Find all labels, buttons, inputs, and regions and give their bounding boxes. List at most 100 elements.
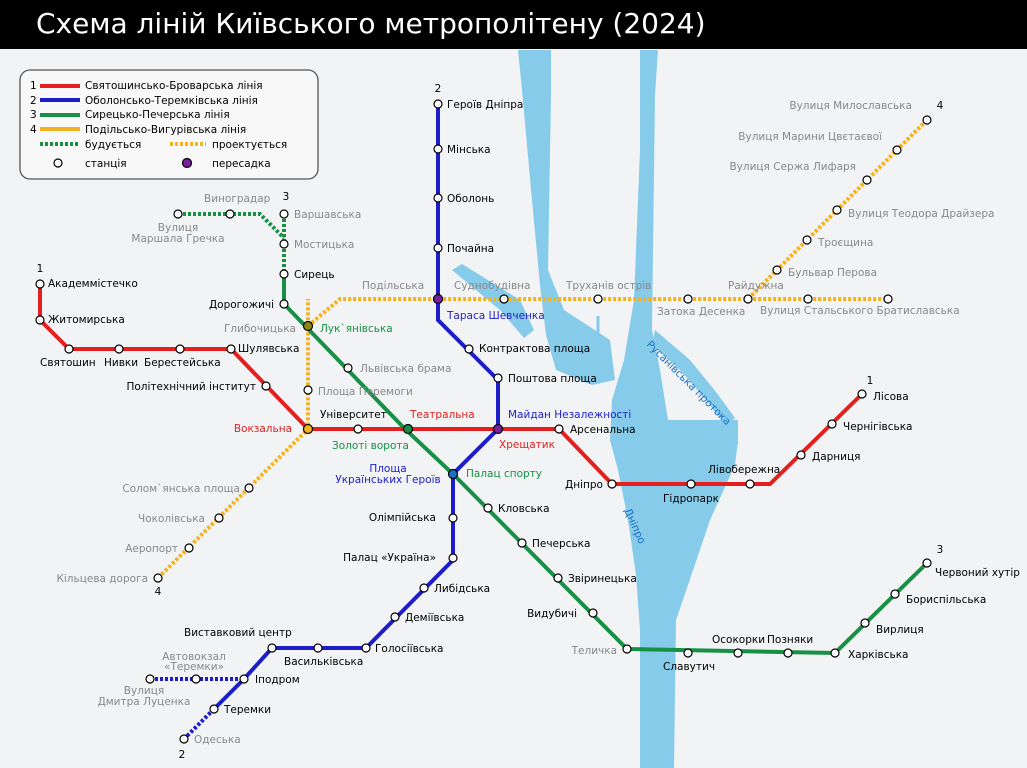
- station-dot-zvirynetska[interactable]: [553, 573, 563, 583]
- station-dot-trukhaniv[interactable]: [593, 294, 603, 304]
- transfer-khreshchatyk[interactable]: [492, 423, 504, 435]
- dnipro-main-channel: [610, 50, 738, 768]
- station-dot-vystavkovyi[interactable]: [267, 643, 277, 653]
- station-dot-odeska[interactable]: [179, 734, 189, 744]
- station-dot-pozniaky[interactable]: [783, 648, 793, 658]
- station-dot-chokolivska[interactable]: [214, 513, 224, 523]
- station-dot-sviatoshyn[interactable]: [64, 344, 74, 354]
- station-dot-pochaina[interactable]: [433, 243, 443, 253]
- station-dot-sudnobudivna[interactable]: [499, 294, 509, 304]
- station-dot-teremky[interactable]: [209, 704, 219, 714]
- station-dot-vydubychi[interactable]: [588, 608, 598, 618]
- station-dot-darnytsia[interactable]: [796, 450, 806, 460]
- transfer-palats-sportu[interactable]: [447, 468, 459, 480]
- labels-line4: Подільська Суднобудівна Труханів острів …: [56, 100, 994, 585]
- station-dot-tsvetaievoi[interactable]: [892, 145, 902, 155]
- transfer-tarasa-shevchenka[interactable]: [432, 293, 444, 305]
- station-dot-telichka[interactable]: [622, 644, 632, 654]
- station-dot-boryspilska[interactable]: [890, 589, 900, 599]
- station-dot-chervonyi-khutir[interactable]: [922, 558, 932, 568]
- station-dot-zhytomyrska[interactable]: [35, 315, 45, 325]
- station-dot-pecherska[interactable]: [517, 538, 527, 548]
- station-dot-akademmistechko[interactable]: [35, 279, 45, 289]
- transfer-vokzalna[interactable]: [302, 423, 314, 435]
- station-dot-shuliavska[interactable]: [226, 344, 236, 354]
- label-vyrlytsia: Вирлиця: [876, 624, 924, 636]
- station-dot-raiduzhna[interactable]: [743, 294, 753, 304]
- line-number-3-east: 3: [937, 544, 944, 556]
- station-dot-polytechnic[interactable]: [261, 381, 271, 391]
- station-dot-aeroport[interactable]: [184, 543, 194, 553]
- station-dot-mostytska[interactable]: [279, 239, 289, 249]
- label-avtovokzal-2: «Теремки»: [164, 661, 224, 673]
- label-akademmistechko: Академмістечко: [48, 278, 138, 290]
- transfer-teatralna[interactable]: [402, 423, 414, 435]
- station-dot-kiltseva[interactable]: [153, 573, 163, 583]
- label-vasylkivska: Васильківська: [284, 656, 363, 668]
- label-darnytsia: Дарниця: [812, 451, 860, 463]
- station-dot-vasylkivska[interactable]: [313, 643, 323, 653]
- station-dot-kharkivska[interactable]: [830, 648, 840, 658]
- label-chernihivska: Чернігівська: [843, 421, 912, 433]
- station-dot-universytet[interactable]: [353, 424, 363, 434]
- label-ploshcha-ukr-2: Українських Героїв: [335, 474, 440, 486]
- station-dot-ipodrom[interactable]: [239, 674, 249, 684]
- line-number-4-north: 4: [937, 100, 944, 112]
- station-dot-zatoka-desenka[interactable]: [683, 294, 693, 304]
- line-number-4-south: 4: [155, 586, 162, 598]
- legend-num-2: 2: [30, 95, 37, 107]
- label-arsenalna: Арсенальна: [570, 424, 636, 436]
- station-dot-holosiivska[interactable]: [361, 643, 371, 653]
- transfer-lukianivska[interactable]: [302, 320, 314, 332]
- station-dot-minska[interactable]: [433, 144, 443, 154]
- station-dot-livoberezhna[interactable]: [745, 479, 755, 489]
- station-dot-varshavska[interactable]: [279, 209, 289, 219]
- station-dot-dorohozhychi[interactable]: [279, 299, 289, 309]
- label-teremky: Теремки: [223, 704, 271, 716]
- station-dot-hidropark[interactable]: [686, 479, 696, 489]
- station-dot-kontraktova[interactable]: [464, 344, 474, 354]
- station-dot-palats-ukraina[interactable]: [448, 553, 458, 563]
- station-dot-lvivska-brama[interactable]: [343, 363, 353, 373]
- station-dot-solomianska[interactable]: [244, 483, 254, 493]
- station-dot-olimpiiska[interactable]: [448, 513, 458, 523]
- station-dot-ploshcha-peremohy[interactable]: [303, 385, 313, 395]
- label-lvivska-brama: Львівська брама: [360, 363, 451, 375]
- station-dot-avtovokzal[interactable]: [191, 674, 201, 684]
- station-dot-arsenalna[interactable]: [554, 424, 564, 434]
- station-dot-lybidska[interactable]: [419, 583, 429, 593]
- label-lyfaria: Вулиця Сержа Лифаря: [729, 161, 856, 173]
- station-dot-dnipro[interactable]: [607, 479, 617, 489]
- dnipro-river: [518, 50, 615, 385]
- station-dot-lyfaria[interactable]: [862, 175, 872, 185]
- station-dot-draizera[interactable]: [832, 205, 842, 215]
- station-dot-miloslavska[interactable]: [922, 115, 932, 125]
- station-dot-hrechka[interactable]: [173, 209, 183, 219]
- station-dot-poshtova[interactable]: [493, 373, 503, 383]
- station-dot-lisova[interactable]: [857, 389, 867, 399]
- legend-label-4: Подільсько-Вигурівська лінія: [85, 124, 246, 136]
- station-dot-vynohradar[interactable]: [225, 209, 235, 219]
- label-lisova: Лісова: [873, 391, 909, 403]
- station-dot-lutsenka[interactable]: [145, 674, 155, 684]
- station-dot-beresteiska[interactable]: [175, 344, 185, 354]
- label-aeroport: Аеропорт: [125, 543, 178, 555]
- station-dot-heroiv-dnipra[interactable]: [433, 99, 443, 109]
- station-dot-obolon[interactable]: [433, 193, 443, 203]
- station-dot-troieshchyna[interactable]: [802, 235, 812, 245]
- station-dot-stalskoho-2[interactable]: [883, 294, 893, 304]
- label-hrechka-2: Маршала Гречка: [131, 233, 224, 245]
- station-dot-chernihivska[interactable]: [827, 419, 837, 429]
- station-dot-demiivska[interactable]: [390, 612, 400, 622]
- station-dot-stalskoho-1[interactable]: [803, 294, 813, 304]
- station-dot-osokorky[interactable]: [733, 648, 743, 658]
- station-dot-slavutych[interactable]: [683, 648, 693, 658]
- label-palats-sportu: Палац спорту: [466, 468, 542, 480]
- station-dot-syrets[interactable]: [279, 269, 289, 279]
- station-dot-klovska[interactable]: [483, 503, 493, 513]
- station-dot-perova[interactable]: [772, 265, 782, 275]
- station-dot-nyvky[interactable]: [114, 344, 124, 354]
- label-ploshcha-ukr-1: Площа: [369, 463, 406, 475]
- station-dot-vyrlytsia[interactable]: [860, 618, 870, 628]
